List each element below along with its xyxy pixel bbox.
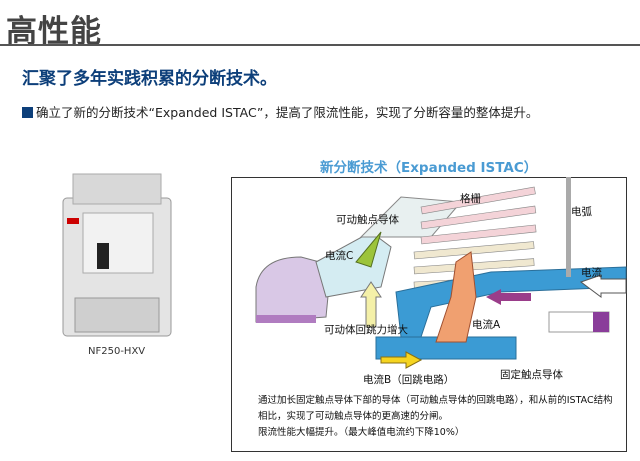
breaker-mechanism-diagram: [255, 177, 627, 369]
breaker-image: [62, 173, 172, 337]
caption-line: 通过加长固定触点导体下部的导体（可动触点导体的回跳电路），和从前的ISTAC结构…: [258, 395, 613, 422]
label-current-a: 电流A: [472, 319, 501, 331]
diagram-frame: [231, 177, 627, 452]
diagram-caption: 通过加长固定触点导体下部的导体（可动触点导体的回跳电路），和从前的ISTAC结构…: [258, 393, 618, 441]
section-subtitle: 汇聚了多年实践积累的分断技术。: [22, 69, 277, 89]
label-rebound-force: 可动体回跳力增大: [324, 324, 408, 336]
product-model: NF250-HXV: [88, 346, 146, 357]
label-fixed-conductor: 固定触点导体: [500, 369, 563, 381]
title-divider: [0, 44, 640, 46]
bullet-label: 确立了新的分断技术“Expanded ISTAC”，提高了限流性能，实现了分断容…: [36, 105, 539, 120]
label-grid: 格栅: [460, 193, 481, 205]
label-movable-conductor: 可动触点导体: [336, 214, 399, 226]
label-current-b: 电流B（回跳电路）: [363, 374, 455, 386]
label-current: 电流: [581, 267, 602, 279]
caption-line: 限流性能大幅提升。（最大峰值电流约下降10%）: [258, 427, 465, 438]
diagram-title: 新分断技术（Expanded ISTAC）: [320, 160, 538, 176]
bullet-text: 确立了新的分断技术“Expanded ISTAC”，提高了限流性能，实现了分断容…: [22, 102, 538, 121]
label-current-c: 电流C: [325, 250, 354, 262]
bullet-square-icon: [22, 107, 33, 118]
label-arc: 电弧: [571, 206, 592, 218]
